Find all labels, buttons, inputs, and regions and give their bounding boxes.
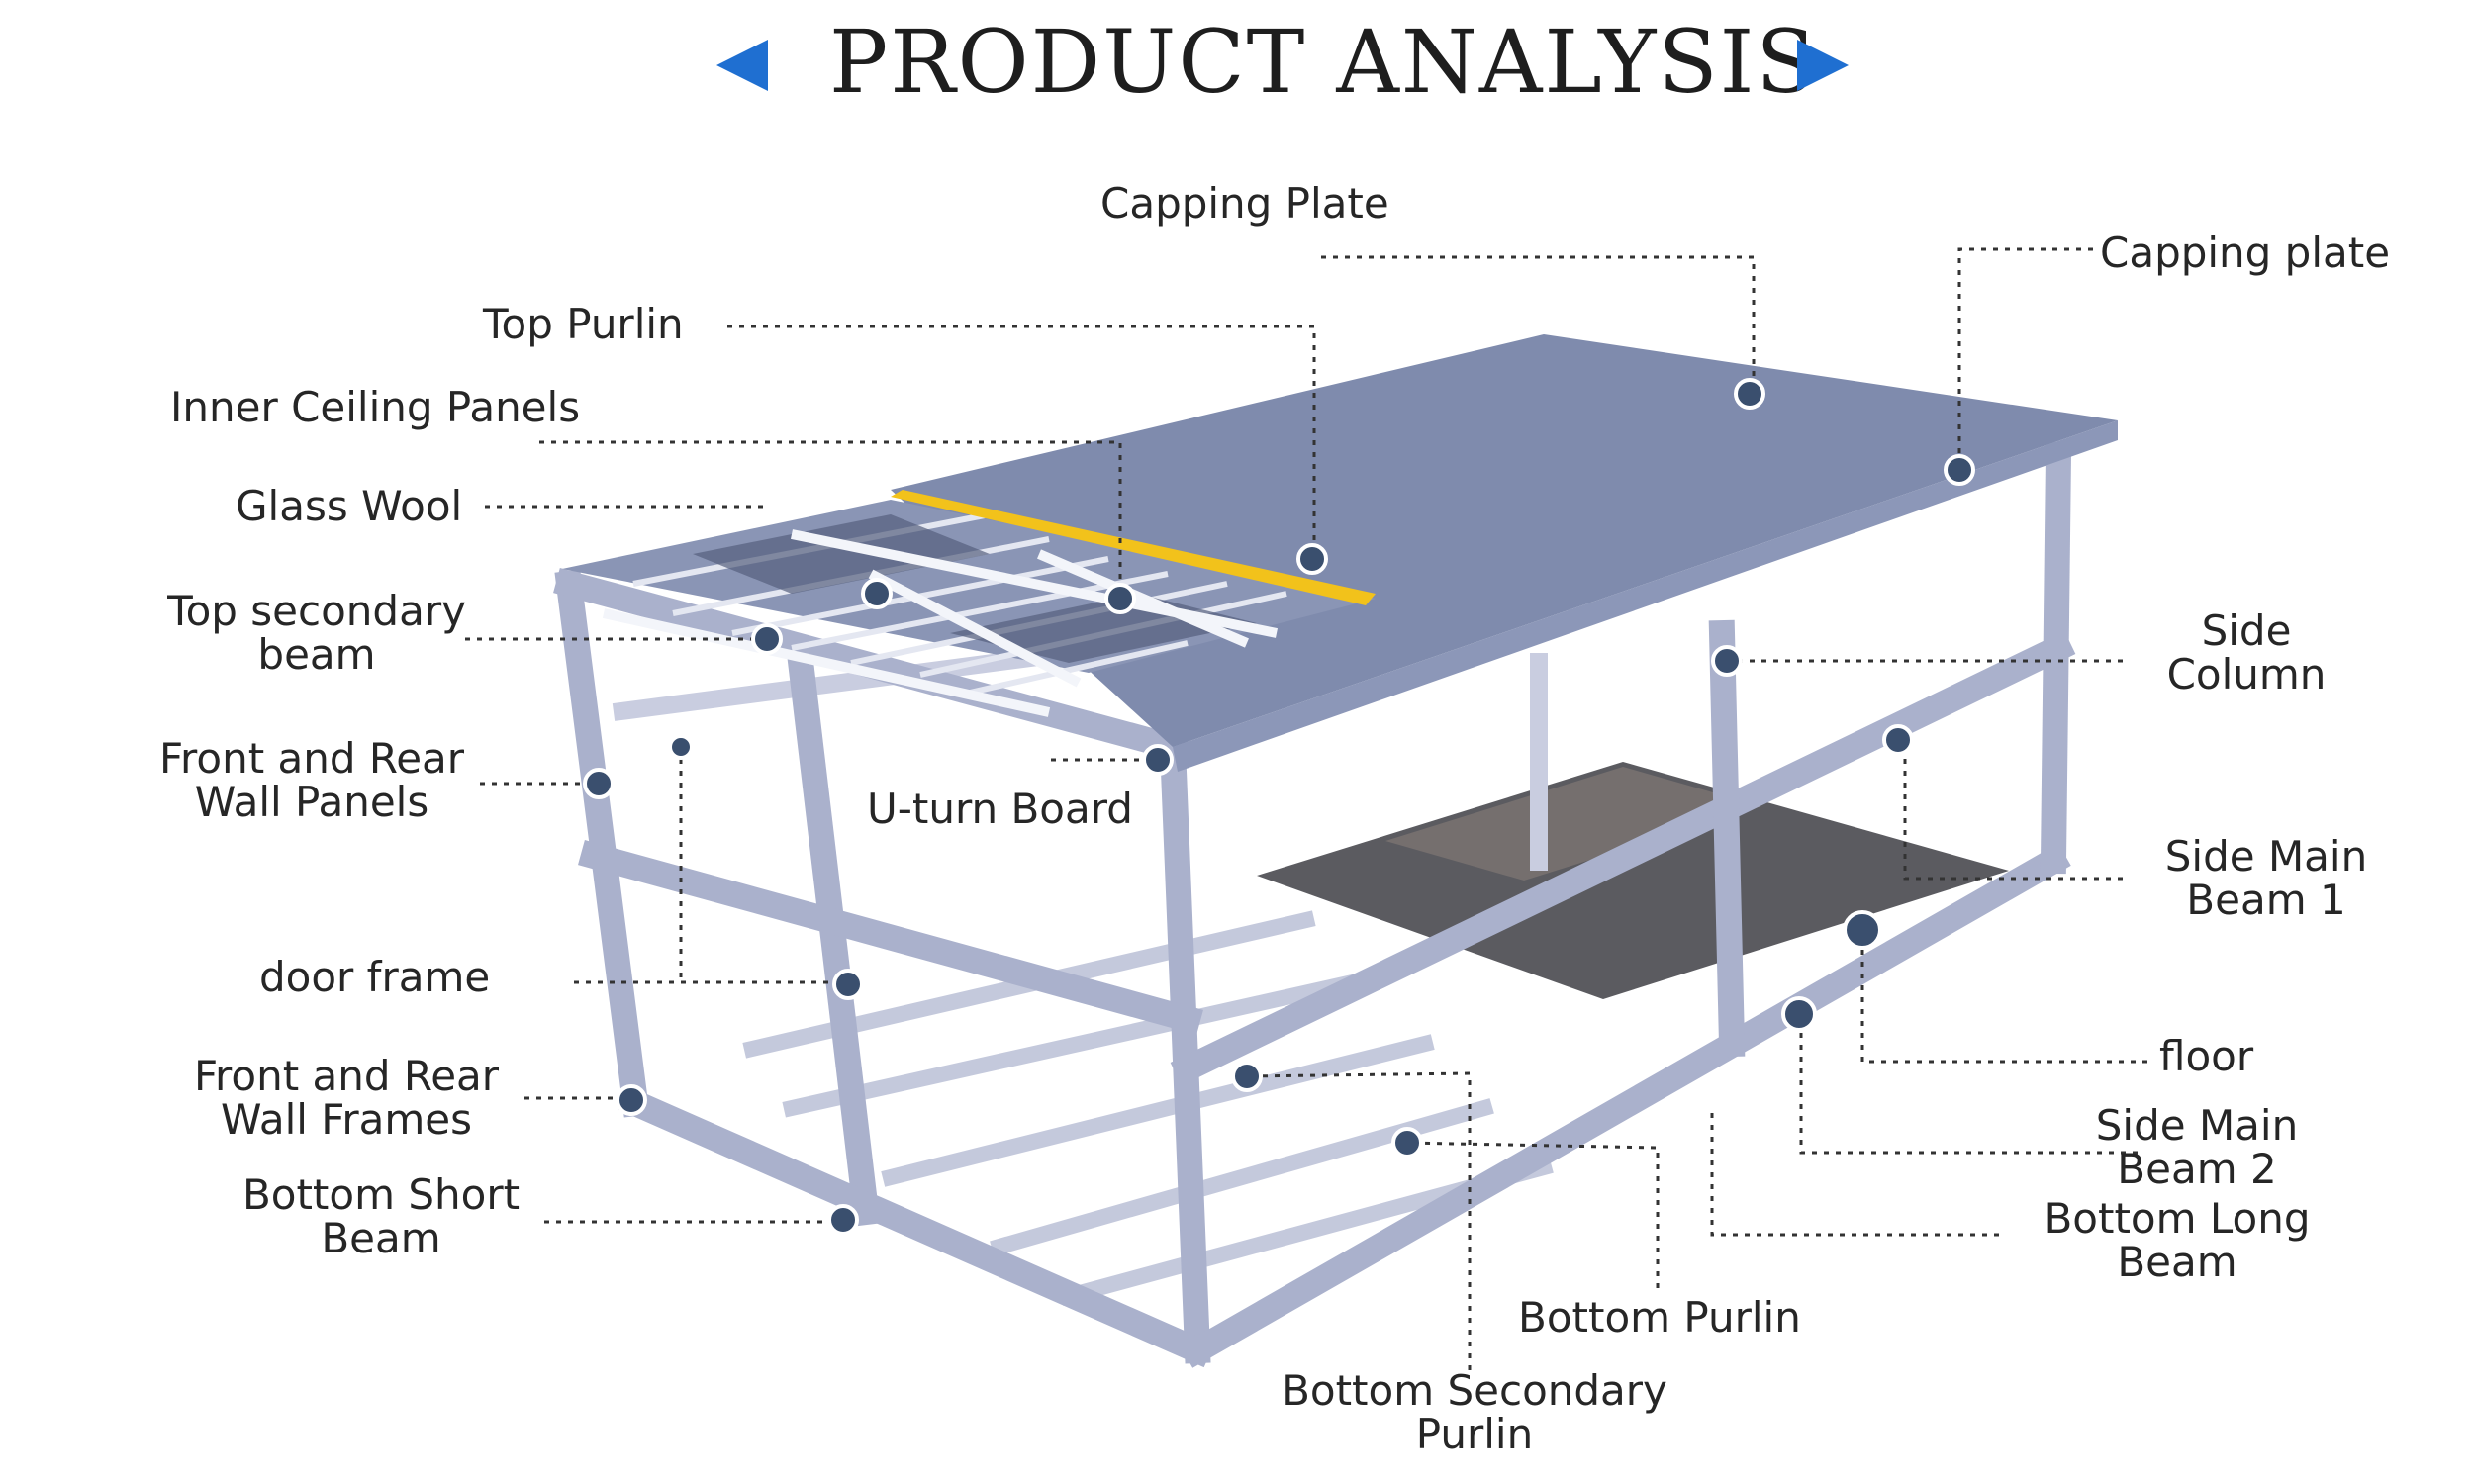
- label-floor: floor: [2159, 1032, 2254, 1080]
- marker-bottom-short: [827, 1204, 859, 1236]
- marker-bottom-purlin: [1391, 1127, 1423, 1159]
- marker-side-main-2: [1781, 996, 1817, 1032]
- label-bottom-short-beam: Bottom Short Beam: [218, 1173, 544, 1260]
- label-front-rear-wall-panels: Front and Rear Wall Panels: [148, 737, 475, 824]
- marker-side-main-1: [1882, 724, 1914, 756]
- header: PRODUCT ANALYSIS: [0, 0, 2474, 129]
- label-bottom-short-beam-line1: Bottom Short: [241, 1170, 521, 1219]
- label-top-secondary-beam-line2: beam: [257, 630, 376, 679]
- label-side-column: Side Column: [2128, 609, 2365, 696]
- label-capping-plate-1: Capping Plate: [1100, 179, 1389, 228]
- glass-wool-strip: [891, 490, 1376, 605]
- marker-side-column: [1711, 645, 1743, 677]
- label-front-rear-wall-frames-line1: Front and Rear: [193, 1052, 500, 1100]
- triangle-left-icon: [716, 40, 768, 91]
- leader-markers: [583, 378, 1975, 1236]
- triangle-right-icon: [1797, 40, 1849, 91]
- label-side-main-beam-1-line1: Side Main: [2164, 832, 2368, 881]
- marker-u-turn: [1142, 744, 1174, 776]
- label-glass-wool: Glass Wool: [236, 482, 463, 530]
- marker-door-frame-top: [668, 734, 694, 760]
- label-front-rear-wall-panels-line2: Wall Panels: [194, 778, 429, 826]
- label-side-column-line1: Side: [2201, 606, 2292, 655]
- marker-wall-frames: [616, 1084, 647, 1116]
- label-bottom-secondary-purlin: Bottom Secondary Purlin: [1257, 1369, 1692, 1456]
- label-side-main-beam-2-line1: Side Main: [2095, 1101, 2299, 1150]
- marker-inner-ceiling: [1104, 583, 1136, 614]
- label-side-column-line2: Column: [2166, 650, 2327, 698]
- label-bottom-secondary-purlin-line1: Bottom Secondary: [1282, 1366, 1667, 1415]
- marker-top-secondary: [751, 623, 783, 655]
- label-u-turn-board: U-turn Board: [867, 785, 1133, 833]
- marker-door-frame: [832, 969, 864, 1000]
- back-frame: [612, 644, 1548, 871]
- marker-top-purlin: [1296, 543, 1328, 575]
- roof-edge-front: [1173, 420, 2118, 772]
- marker-bottom-secondary: [1231, 1061, 1263, 1092]
- bottom-purlins: [742, 910, 1554, 1306]
- label-capping-plate-2: Capping plate: [2100, 229, 2391, 277]
- leader-lines: [465, 247, 2147, 1370]
- front-wall-frame: [553, 568, 1215, 1368]
- label-bottom-long-beam-line2: Beam: [2117, 1238, 2237, 1286]
- label-top-secondary-beam-line1: Top secondary: [167, 587, 466, 635]
- floor-panel-highlight: [1385, 767, 1761, 881]
- label-inner-ceiling-panels: Inner Ceiling Panels: [170, 383, 581, 431]
- label-side-main-beam-1-line2: Beam 1: [2186, 876, 2346, 924]
- label-front-rear-wall-frames-line2: Wall Frames: [220, 1095, 472, 1144]
- marker-capping-plate-2: [1944, 454, 1975, 486]
- label-bottom-secondary-purlin-line2: Purlin: [1415, 1410, 1534, 1458]
- page-title: PRODUCT ANALYSIS: [829, 11, 1818, 113]
- label-side-main-beam-2-line2: Beam 2: [2117, 1145, 2277, 1193]
- top-secondary-beams: [602, 529, 1278, 717]
- marker-wall-panels: [583, 768, 615, 799]
- label-bottom-long-beam: Bottom Long Beam: [2019, 1197, 2335, 1284]
- label-front-rear-wall-frames: Front and Rear Wall Frames: [178, 1055, 515, 1142]
- label-bottom-purlin: Bottom Purlin: [1518, 1293, 1801, 1342]
- label-bottom-short-beam-line2: Beam: [321, 1214, 441, 1262]
- label-front-rear-wall-panels-line1: Front and Rear: [158, 734, 465, 783]
- label-bottom-long-beam-line1: Bottom Long: [2044, 1194, 2311, 1243]
- marker-glass-wool: [861, 578, 893, 609]
- label-top-secondary-beam: Top secondary beam: [148, 590, 485, 677]
- label-door-frame: door frame: [259, 953, 491, 1001]
- label-side-main-beam-2: Side Main Beam 2: [2068, 1104, 2326, 1191]
- marker-floor: [1843, 910, 1882, 950]
- label-top-purlin: Top Purlin: [483, 300, 684, 348]
- side-long-frame: [1170, 441, 2076, 1368]
- marker-capping-plate-1: [1734, 378, 1765, 410]
- label-side-main-beam-1: Side Main Beam 1: [2138, 835, 2395, 922]
